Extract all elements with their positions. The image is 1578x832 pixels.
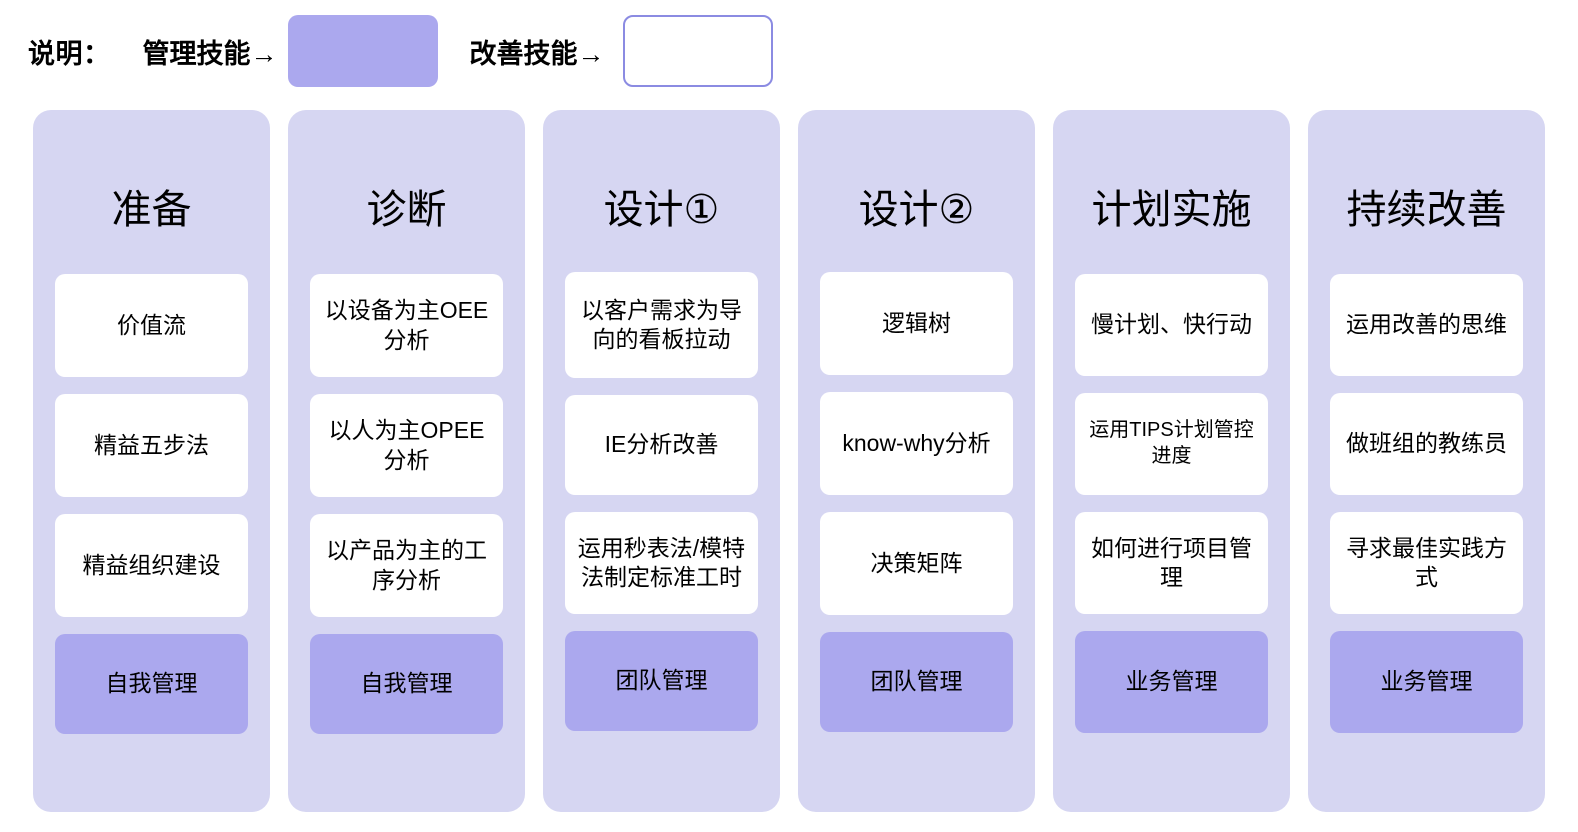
management-skill-card[interactable]: 自我管理 [55, 634, 248, 734]
legend-management-group: 管理技能→ [143, 15, 438, 87]
skill-card[interactable]: 以产品为主的工序分析 [310, 514, 503, 617]
column-title: 设计① [603, 188, 720, 232]
skill-card[interactable]: 慢计划、快行动 [1075, 274, 1268, 376]
legend-improvement-label: 改善技能→ [469, 38, 605, 69]
column-design-1[interactable]: 设计① 以客户需求为导向的看板拉动 IE分析改善 运用秒表法/模特法制定标准工时… [543, 110, 780, 812]
column-diagnosis[interactable]: 诊断 以设备为主OEE分析 以人为主OPEE分析 以产品为主的工序分析 自我管理 [288, 110, 525, 812]
column-card-list: 运用改善的思维 做班组的教练员 寻求最佳实践方式 业务管理 [1330, 274, 1523, 812]
management-skill-card[interactable]: 团队管理 [565, 631, 758, 731]
skill-card[interactable]: 逻辑树 [820, 272, 1013, 375]
skill-card[interactable]: 运用改善的思维 [1330, 274, 1523, 376]
skill-card[interactable]: 精益五步法 [55, 394, 248, 497]
skill-card[interactable]: 运用TIPS计划管控进度 [1075, 393, 1268, 495]
management-skill-card[interactable]: 团队管理 [820, 632, 1013, 732]
skill-card[interactable]: know-why分析 [820, 392, 1013, 495]
column-title: 计划实施 [1091, 188, 1252, 232]
skill-card[interactable]: 做班组的教练员 [1330, 393, 1523, 495]
skill-card[interactable]: IE分析改善 [565, 395, 758, 495]
column-title: 持续改善 [1346, 188, 1507, 232]
column-title: 准备 [111, 188, 192, 232]
legend-title: 说明： [28, 38, 111, 69]
column-continuous-improvement[interactable]: 持续改善 运用改善的思维 做班组的教练员 寻求最佳实践方式 业务管理 [1308, 110, 1545, 812]
column-design-2[interactable]: 设计② 逻辑树 know-why分析 决策矩阵 团队管理 [798, 110, 1035, 812]
management-skill-card[interactable]: 业务管理 [1075, 631, 1268, 733]
skill-card[interactable]: 精益组织建设 [55, 514, 248, 617]
skill-card[interactable]: 以客户需求为导向的看板拉动 [565, 272, 758, 378]
skill-card[interactable]: 寻求最佳实践方式 [1330, 512, 1523, 614]
legend-improvement-group: 改善技能→ [470, 15, 773, 87]
skill-card[interactable]: 运用秒表法/模特法制定标准工时 [565, 512, 758, 614]
skill-card[interactable]: 以人为主OPEE分析 [310, 394, 503, 497]
column-card-list: 以设备为主OEE分析 以人为主OPEE分析 以产品为主的工序分析 自我管理 [310, 274, 503, 812]
legend: 说明： 管理技能→ 改善技能→ [28, 10, 773, 92]
column-card-list: 价值流 精益五步法 精益组织建设 自我管理 [55, 274, 248, 812]
skill-card[interactable]: 决策矩阵 [820, 512, 1013, 615]
column-preparation[interactable]: 准备 价值流 精益五步法 精益组织建设 自我管理 [33, 110, 270, 812]
column-card-list: 以客户需求为导向的看板拉动 IE分析改善 运用秒表法/模特法制定标准工时 团队管… [565, 272, 758, 812]
column-title: 诊断 [366, 188, 447, 232]
column-title: 设计② [858, 188, 975, 232]
legend-improvement-swatch [622, 15, 773, 87]
column-card-list: 逻辑树 know-why分析 决策矩阵 团队管理 [820, 272, 1013, 812]
column-plan-implementation[interactable]: 计划实施 慢计划、快行动 运用TIPS计划管控进度 如何进行项目管理 业务管理 [1053, 110, 1290, 812]
skill-card[interactable]: 如何进行项目管理 [1075, 512, 1268, 614]
roadmap-columns: 准备 价值流 精益五步法 精益组织建设 自我管理 诊断 以设备为主OEE分析 以… [33, 110, 1545, 812]
column-card-list: 慢计划、快行动 运用TIPS计划管控进度 如何进行项目管理 业务管理 [1075, 274, 1268, 812]
skill-card[interactable]: 价值流 [55, 274, 248, 377]
skill-card[interactable]: 以设备为主OEE分析 [310, 274, 503, 377]
management-skill-card[interactable]: 业务管理 [1330, 631, 1523, 733]
management-skill-card[interactable]: 自我管理 [310, 634, 503, 734]
legend-management-label: 管理技能→ [142, 38, 278, 69]
legend-management-swatch [287, 15, 438, 87]
